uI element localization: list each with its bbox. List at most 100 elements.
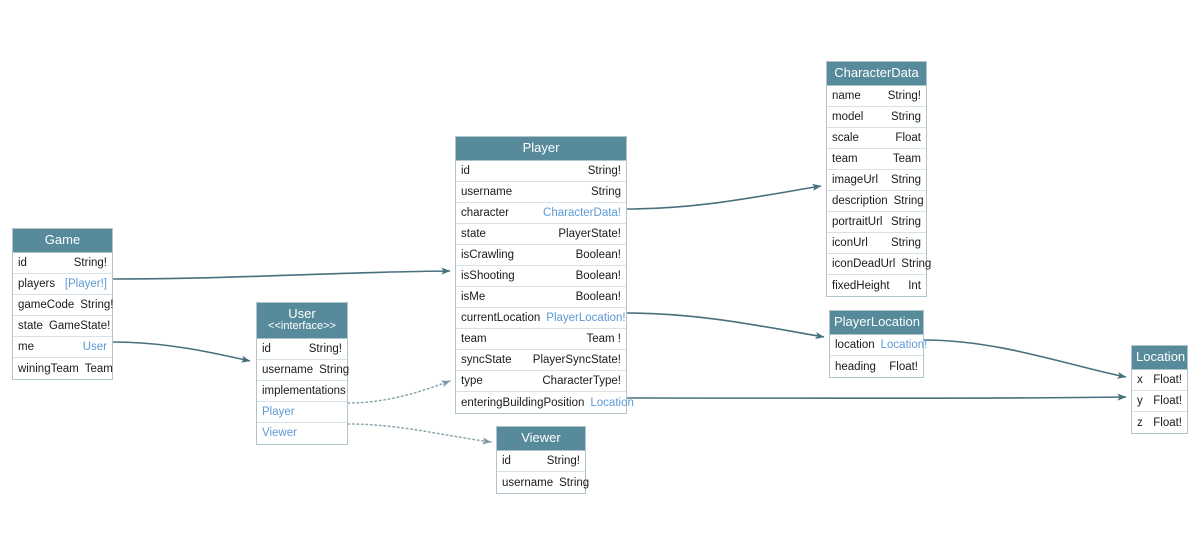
entity-characterdata-field-model[interactable]: model String [827, 107, 926, 129]
edge-user-implements-viewer [347, 423, 492, 445]
field-type: PlayerSyncState! [532, 354, 621, 367]
entity-user-impl-player[interactable]: Player [257, 401, 347, 423]
entity-location-title: Location [1132, 346, 1187, 371]
field-type: Float! [1153, 416, 1182, 429]
field-type: PlayerState! [558, 228, 621, 241]
entity-location-field-x[interactable]: x Float! [1132, 370, 1187, 392]
entity-characterdata-field-description[interactable]: description String [827, 191, 926, 213]
field-type: Team [84, 362, 113, 375]
field-type: Float! [1153, 395, 1182, 408]
field-name: id [461, 165, 470, 178]
entity-player-field-currentlocation[interactable]: currentLocation PlayerLocation! [456, 308, 626, 330]
field-name: name [832, 90, 861, 103]
entity-viewer[interactable]: Viewer id String! username String [496, 426, 589, 495]
field-type: Float! [1153, 374, 1182, 387]
entity-player-title: Player [456, 137, 626, 162]
entity-location-field-y[interactable]: y Float! [1132, 391, 1187, 413]
field-name: x [1137, 374, 1143, 387]
field-name: username [262, 363, 314, 376]
field-type: User [82, 341, 107, 354]
entity-game-field-gamecode[interactable]: gameCode String! [13, 295, 114, 317]
entity-game-field-id[interactable]: id String! [13, 253, 112, 275]
entity-player-field-type[interactable]: type CharacterType! [456, 371, 626, 393]
field-type: Team [892, 153, 921, 166]
entity-playerlocation-field-heading[interactable]: heading Float! [830, 356, 923, 378]
entity-characterdata-field-scale[interactable]: scale Float [827, 128, 926, 150]
field-name: isMe [461, 291, 486, 304]
field-name: syncState [461, 354, 512, 367]
entity-user-impl-viewer[interactable]: Viewer [257, 422, 347, 444]
entity-player[interactable]: Player id String! username String charac… [455, 136, 634, 415]
entity-viewer-field-id[interactable]: id String! [497, 451, 585, 473]
field-type: PlayerLocation! [546, 312, 626, 325]
entity-characterdata-field-icondeadurl[interactable]: iconDeadUrl String [827, 254, 931, 276]
entity-player-field-character[interactable]: character CharacterData! [456, 203, 626, 225]
field-type: String [890, 237, 921, 250]
entity-player-field-username[interactable]: username String [456, 182, 626, 204]
field-name: implementations [262, 384, 346, 397]
entity-characterdata-field-portraiturl[interactable]: portraitUrl String [827, 212, 926, 234]
entity-game-field-me[interactable]: me User [13, 337, 112, 359]
entity-player-field-isme[interactable]: isMe Boolean! [456, 287, 626, 309]
entity-player-field-enteringbuildingposition[interactable]: enteringBuildingPosition Location [456, 392, 634, 414]
entity-user-field-id[interactable]: id String! [257, 338, 347, 360]
edge-player-currentlocation-to-playerlocation [626, 312, 825, 340]
field-type: String! [587, 165, 621, 178]
entity-user[interactable]: User <<interface>> id String! username S… [256, 302, 350, 445]
field-name: state [18, 320, 43, 333]
entity-player-field-syncstate[interactable]: syncState PlayerSyncState! [456, 350, 626, 372]
field-name: character [461, 207, 509, 220]
field-name: description [832, 195, 888, 208]
entity-viewer-title: Viewer [497, 427, 585, 452]
field-name: isCrawling [461, 249, 515, 262]
field-type: String [319, 363, 350, 376]
field-name: me [18, 341, 34, 354]
field-type: String! [546, 455, 580, 468]
entity-location[interactable]: Location x Float! y Float! z Float! [1131, 345, 1188, 435]
entity-user-name: User [288, 306, 316, 321]
field-type: String [901, 258, 932, 271]
entity-game-field-winingteam[interactable]: winingTeam Team [13, 358, 113, 380]
entity-playerlocation[interactable]: PlayerLocation location Location! headin… [829, 310, 927, 379]
field-type: GameState! [48, 320, 111, 333]
field-type: CharacterData! [543, 207, 621, 220]
edge-playerlocation-location-to-location [923, 339, 1127, 379]
entity-characterdata-name: CharacterData [834, 65, 919, 80]
entity-characterdata-field-iconurl[interactable]: iconUrl String [827, 233, 926, 255]
field-name: id [262, 342, 271, 355]
entity-player-field-id[interactable]: id String! [456, 161, 626, 183]
edge-game-players-to-player [112, 267, 451, 280]
entity-viewer-field-username[interactable]: username String [497, 472, 589, 494]
field-name: Player [262, 405, 295, 418]
entity-player-field-isshooting[interactable]: isShooting Boolean! [456, 266, 626, 288]
entity-player-field-team[interactable]: team Team ! [456, 329, 626, 351]
field-type: Int [908, 279, 921, 292]
field-type: String [890, 174, 921, 187]
entity-player-name: Player [522, 140, 560, 155]
field-name: team [461, 333, 487, 346]
entity-playerlocation-field-location[interactable]: location Location! [830, 335, 927, 357]
entity-characterdata[interactable]: CharacterData name String! model String … [826, 61, 931, 298]
entity-characterdata-field-team[interactable]: team Team [827, 149, 926, 171]
field-type: Location! [880, 339, 928, 352]
entity-game[interactable]: Game id String! players [Player!] gameCo… [12, 228, 114, 381]
field-name: username [502, 476, 554, 489]
field-type: String! [73, 257, 107, 270]
entity-characterdata-field-imageurl[interactable]: imageUrl String [827, 170, 926, 192]
field-type: String [890, 111, 921, 124]
entity-user-field-username[interactable]: username String [257, 359, 350, 381]
field-name: gameCode [18, 299, 75, 312]
field-name: z [1137, 416, 1143, 429]
field-name: winingTeam [18, 362, 79, 375]
entity-playerlocation-title: PlayerLocation [830, 311, 923, 336]
entity-player-field-iscrawling[interactable]: isCrawling Boolean! [456, 245, 626, 267]
entity-characterdata-field-name[interactable]: name String! [827, 86, 926, 108]
field-name: y [1137, 395, 1143, 408]
entity-game-field-players[interactable]: players [Player!] [13, 274, 112, 296]
field-name: imageUrl [832, 174, 879, 187]
field-name: model [832, 111, 864, 124]
entity-game-field-state[interactable]: state GameState! [13, 316, 112, 338]
entity-location-field-z[interactable]: z Float! [1132, 412, 1187, 434]
entity-player-field-state[interactable]: state PlayerState! [456, 224, 626, 246]
entity-characterdata-field-fixedheight[interactable]: fixedHeight Int [827, 275, 926, 297]
